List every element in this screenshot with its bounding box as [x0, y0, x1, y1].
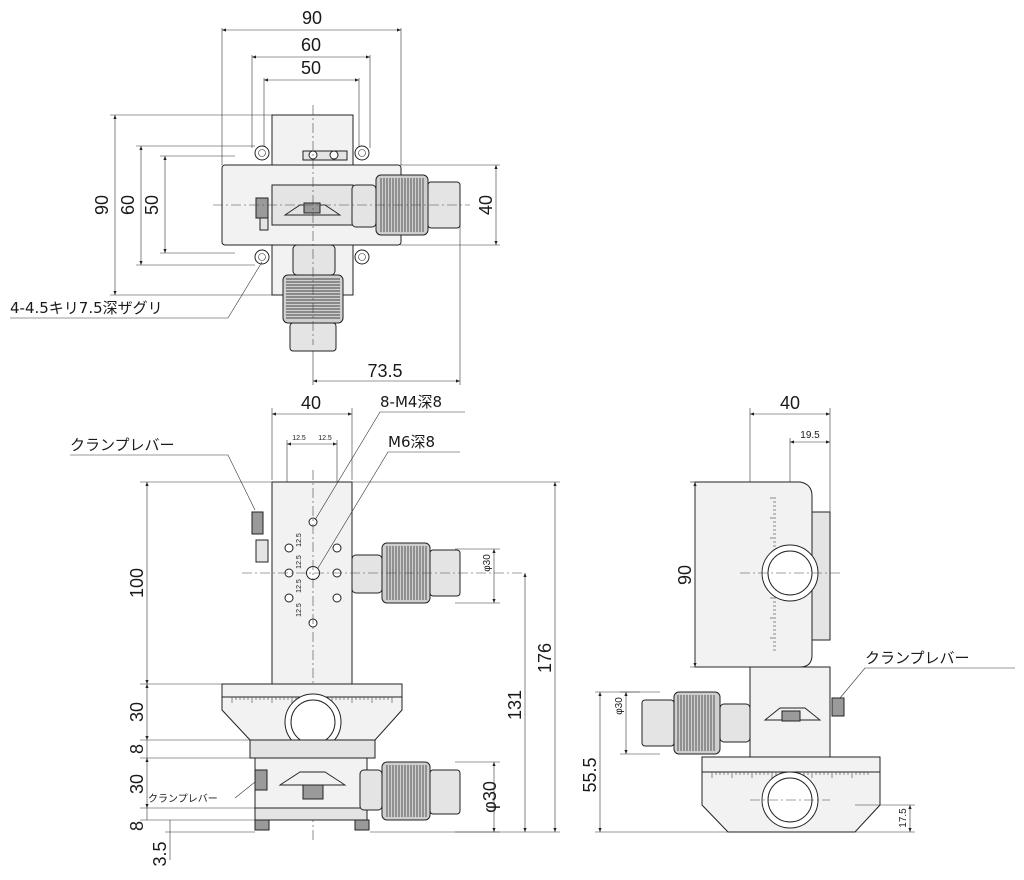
front-dim-131: 131: [505, 690, 525, 720]
side-left-knob: [641, 691, 751, 755]
front-vpitch-4: 12.5: [296, 603, 303, 617]
front-pitch-12-5-right: 12.5: [318, 435, 332, 442]
front-dim-phi30: φ30: [480, 781, 500, 813]
side-clamp-lever-label: クランプレバー: [865, 649, 970, 667]
front-dim-100: 100: [127, 568, 147, 598]
front-tap-note: 8-M4深8: [380, 393, 442, 411]
side-dim-19-5: 19.5: [800, 430, 820, 441]
side-view: 40 19.5 90 クランプレバー φ30: [580, 393, 1015, 833]
top-dim-50-height: 50: [142, 195, 162, 215]
side-dim-90: 90: [675, 565, 695, 585]
front-vpitch-2: 12.5: [296, 555, 303, 569]
top-view: 90 60 50 90 60 50 40 73.5: [10, 8, 500, 385]
front-dim-30-upper: 30: [127, 702, 147, 722]
top-hole-br: [354, 249, 370, 265]
front-view: 40 12.5 12.5 12.5 12.5 12.5 12.5 クランプ: [70, 393, 560, 867]
front-clamp-lever: [251, 511, 264, 535]
top-dim-90-height: 90: [92, 195, 112, 215]
front-lower-stage: [254, 757, 368, 809]
side-dim-40: 40: [780, 393, 800, 413]
front-dim-176: 176: [535, 643, 555, 673]
front-dim-3-5: 3.5: [150, 841, 170, 866]
top-dim-60-width: 60: [301, 35, 321, 55]
front-lower-knob: [359, 761, 461, 821]
front-dim-8-upper: 8: [127, 744, 147, 754]
front-vpitch-1: 12.5: [296, 533, 303, 547]
top-dim-90-width: 90: [302, 8, 322, 28]
side-dim-55-5: 55.5: [580, 757, 600, 792]
front-dim-40: 40: [301, 393, 321, 413]
top-hole-note: 4-4.5キリ7.5深ザグリ: [10, 299, 163, 317]
side-clamp-lever: [831, 697, 845, 717]
top-hole-bl: [254, 249, 270, 265]
top-clamp-lever: [255, 197, 269, 219]
front-dim-phi30-small: φ30: [482, 554, 493, 572]
side-dim-phi30: φ30: [614, 697, 625, 715]
front-clamp-lever-label: クランプレバー: [70, 436, 175, 454]
top-dim-50-width: 50: [301, 58, 321, 78]
front-dim-30-lower: 30: [127, 774, 147, 794]
top-dim-40-height: 40: [476, 195, 496, 215]
side-dim-17-5: 17.5: [898, 808, 909, 828]
front-center-tap-note: M6深8: [388, 433, 435, 451]
front-dim-8-lower: 8: [127, 821, 147, 831]
front-pitch-12-5-left: 12.5: [292, 435, 306, 442]
top-dim-73-5: 73.5: [367, 361, 402, 381]
top-hole-tl: [254, 145, 270, 161]
front-vpitch-3: 12.5: [296, 579, 303, 593]
front-clamp-lever-label-small: クランプレバー: [148, 793, 218, 805]
top-dim-60-height: 60: [118, 195, 138, 215]
front-upper-plate: [271, 481, 353, 685]
top-hole-tr: [354, 145, 370, 161]
